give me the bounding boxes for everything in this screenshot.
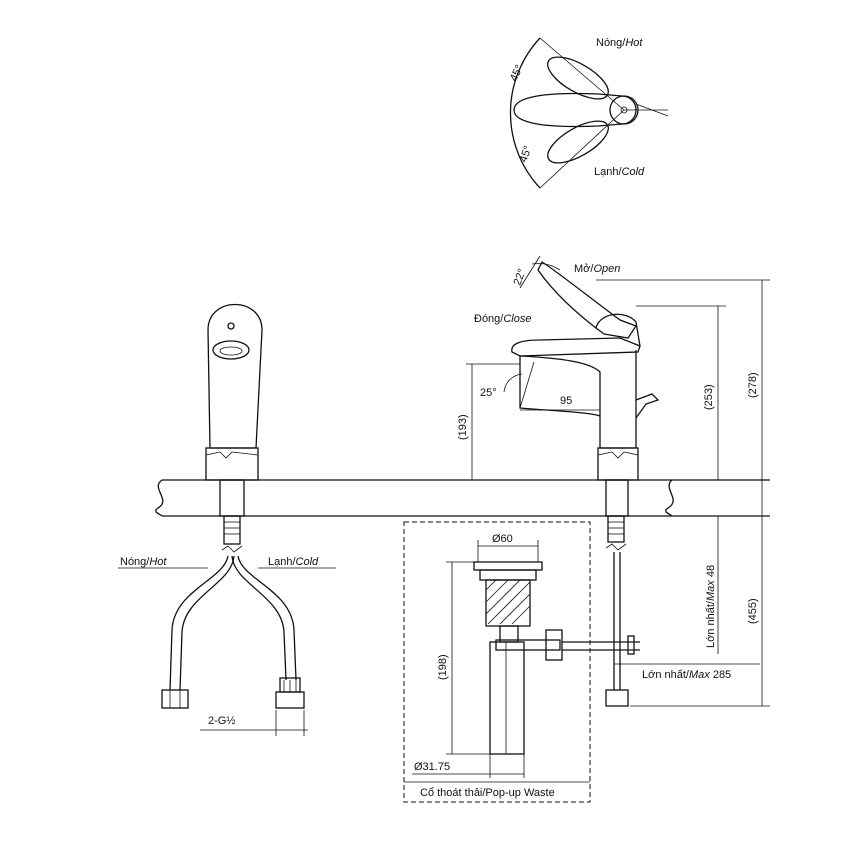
- fitting-cold: [275, 691, 305, 709]
- open-angle-arc: [531, 263, 561, 271]
- front-aerator-inner: [219, 346, 243, 356]
- max285-label: Lớn nhất/Max 285: [642, 669, 731, 681]
- open-angle-line: [519, 255, 541, 289]
- front-break-line: [205, 451, 259, 459]
- hatch-4: [487, 581, 531, 625]
- side-base: [597, 447, 639, 481]
- body-edge: [635, 103, 669, 117]
- hatch-5: [499, 593, 531, 625]
- spout-angle-arc: [503, 373, 523, 393]
- handle-outline-centre: [513, 92, 637, 128]
- hatch-3: [485, 579, 521, 615]
- hatch-1: [485, 579, 497, 591]
- radial-line-down: [539, 109, 625, 189]
- thread-label: 2-G½: [208, 715, 236, 727]
- front-hot-label: Nóng/Hot: [120, 556, 167, 568]
- spout-reach-label: 95: [560, 395, 572, 407]
- countertop-break-right: [665, 479, 674, 517]
- front-indicator-dot: [227, 322, 235, 330]
- top-cold-label: Lạnh/Cold: [594, 166, 645, 178]
- front-body: [207, 303, 263, 449]
- popup-waste: Ø60 (198) Ø31.75 Cổ th: [403, 521, 640, 803]
- handle-outline-hot: [547, 56, 609, 100]
- waste-height-label: (198): [437, 654, 449, 680]
- height-253-label: (253): [703, 384, 715, 410]
- waste-tailpipe: [489, 641, 525, 755]
- height-455-label: (455): [747, 598, 759, 624]
- hose-cold-outer: [237, 555, 297, 681]
- countertop-break-left: [155, 479, 164, 517]
- handle-pivot: [609, 95, 639, 125]
- side-hose-break: [605, 543, 627, 551]
- spout-angle-line: [519, 361, 535, 409]
- hatch-2: [485, 579, 509, 603]
- side-nut: [607, 515, 625, 543]
- side-body: [519, 350, 637, 449]
- front-nut: [223, 515, 241, 545]
- angle-down-label: 45°: [518, 144, 535, 164]
- rotation-arc: [509, 37, 541, 189]
- fitting-hot: [161, 689, 189, 709]
- radial-line-up: [539, 37, 625, 111]
- waste-hatching: [485, 579, 531, 625]
- angle-open-label: 22°: [512, 267, 529, 287]
- pivot-centre: [620, 106, 628, 114]
- close-label: Đóng/Close: [474, 313, 531, 325]
- side-view: 22° Mở/Open Đóng/Close 25° 95 (193) (253…: [457, 255, 770, 707]
- max48-label: Lớn nhất/Max 48: [705, 565, 717, 648]
- linkage-bar: [495, 639, 561, 651]
- front-base: [205, 447, 259, 481]
- linkage-nut: [545, 629, 563, 661]
- hatch-6: [511, 605, 531, 625]
- hose-break: [221, 545, 243, 553]
- side-shank: [605, 479, 629, 517]
- height-193-label: (193): [457, 414, 469, 440]
- waste-collar: [479, 569, 537, 581]
- front-view: Nóng/Hot Lạnh/Cold 2-G½: [118, 303, 336, 736]
- waste-caption: Cổ thoát thải/Pop-up Waste: [420, 787, 555, 799]
- angle-up-label: 45°: [508, 63, 526, 83]
- dia-bottom-label: Ø31.75: [414, 761, 450, 773]
- open-label: Mở/Open: [574, 263, 620, 275]
- side-break-line: [597, 451, 639, 459]
- handle-cap: [595, 313, 641, 347]
- countertop: [155, 479, 770, 517]
- lever-close: [511, 337, 641, 357]
- pop-up-knob: [635, 393, 660, 419]
- handle-top-view: Nóng/Hot Lạnh/Cold 45° 45°: [508, 37, 669, 189]
- front-cold-label: Lạnh/Cold: [268, 556, 319, 568]
- height-278-label: (278): [747, 372, 759, 398]
- hose-hot-outer: [169, 555, 229, 691]
- linkage-clip: [627, 635, 635, 655]
- front-shank: [219, 479, 245, 517]
- top-hot-label: Nóng/Hot: [596, 37, 643, 49]
- lever-open: [537, 261, 637, 339]
- waste-dashed-frame: [403, 521, 591, 803]
- dia-top-label: Ø60: [492, 533, 513, 545]
- hose-cold-inner: [231, 555, 287, 681]
- side-fitting: [605, 689, 629, 707]
- hose-hot-inner: [179, 555, 235, 691]
- waste-flange: [473, 561, 543, 571]
- front-aerator: [212, 340, 250, 360]
- handle-outline-cold: [547, 120, 609, 164]
- angle-spout-label: 25°: [480, 387, 497, 399]
